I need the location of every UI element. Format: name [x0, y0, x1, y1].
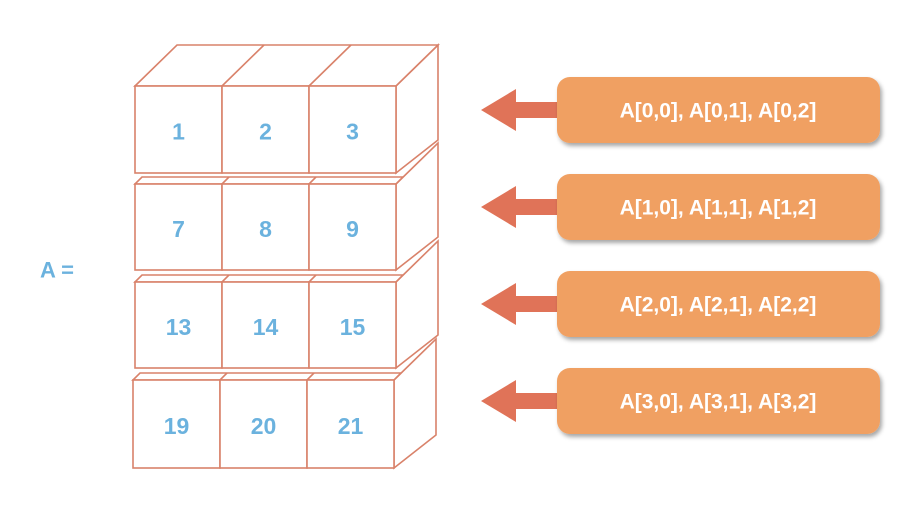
cell-face	[306, 379, 395, 469]
index-label-text: A[3,0], A[3,1], A[3,2]	[620, 391, 817, 414]
cell-face	[308, 85, 397, 174]
index-label-box	[557, 174, 880, 240]
row-pointer: A[2,0], A[2,1], A[2,2]	[481, 271, 880, 337]
top-divider	[308, 176, 317, 185]
array-cell: 21	[306, 379, 395, 469]
array-cell: 14	[221, 281, 310, 369]
variable-label: A =	[40, 258, 74, 283]
cell-value: 15	[340, 314, 366, 340]
array-cell: 13	[134, 281, 223, 369]
array-cell: 2	[221, 85, 310, 174]
cell-face	[134, 85, 223, 174]
array-cell: 20	[219, 379, 308, 469]
top-divider	[221, 44, 265, 87]
index-label-box	[557, 77, 880, 143]
cell-face	[308, 281, 397, 369]
array-row: 19 20 21	[131, 337, 437, 470]
array-cell: 15	[308, 281, 397, 369]
cell-face	[221, 183, 310, 271]
index-label-text: A[1,0], A[1,1], A[1,2]	[620, 197, 817, 220]
array-row: 13 14 15	[133, 239, 439, 370]
array-cell: 1	[134, 85, 223, 174]
array-row: 7 8 9	[133, 141, 439, 272]
left-arrow-icon	[481, 89, 562, 131]
index-label-text: A[0,0], A[0,1], A[0,2]	[620, 100, 817, 123]
top-divider	[306, 372, 315, 381]
cell-face	[221, 281, 310, 369]
cell-face	[132, 379, 221, 469]
cell-value: 3	[346, 119, 359, 145]
row-top-face	[133, 176, 405, 185]
row-top-face	[131, 372, 403, 381]
cell-value: 8	[259, 216, 272, 242]
top-divider	[308, 274, 317, 283]
top-divider	[308, 44, 352, 87]
index-label-box	[557, 271, 880, 337]
cell-value: 2	[259, 119, 272, 145]
cell-value: 1	[172, 119, 185, 145]
top-divider	[219, 372, 228, 381]
array-cell: 3	[308, 85, 397, 174]
cell-value: 19	[164, 413, 190, 439]
cell-value: 20	[251, 413, 277, 439]
cell-face	[134, 281, 223, 369]
cell-value: 13	[166, 314, 192, 340]
left-arrow-icon	[481, 380, 562, 422]
row-pointer: A[0,0], A[0,1], A[0,2]	[481, 77, 880, 143]
row-pointer: A[1,0], A[1,1], A[1,2]	[481, 174, 880, 240]
cell-value: 14	[253, 314, 279, 340]
index-label-box	[557, 368, 880, 434]
rows: 1 2 3 A[0,0], A[0,1], A[0,2] 7 8 9 A[1,0], A[1,…	[131, 43, 880, 470]
left-arrow-icon	[481, 186, 562, 228]
cell-value: 9	[346, 216, 359, 242]
cell-face	[308, 183, 397, 271]
row-top-face	[133, 44, 440, 87]
top-divider	[221, 176, 230, 185]
array-cell: 7	[134, 183, 223, 271]
index-label-text: A[2,0], A[2,1], A[2,2]	[620, 294, 817, 317]
left-arrow-icon	[481, 283, 562, 325]
top-divider	[221, 274, 230, 283]
cell-value: 21	[338, 413, 364, 439]
cell-value: 7	[172, 216, 185, 242]
array-cell: 8	[221, 183, 310, 271]
array-cell: 9	[308, 183, 397, 271]
array-row: 1 2 3	[133, 43, 440, 175]
array-cell: 19	[132, 379, 221, 469]
cell-face	[134, 183, 223, 271]
row-pointer: A[3,0], A[3,1], A[3,2]	[481, 368, 880, 434]
row-top-face	[133, 274, 405, 283]
